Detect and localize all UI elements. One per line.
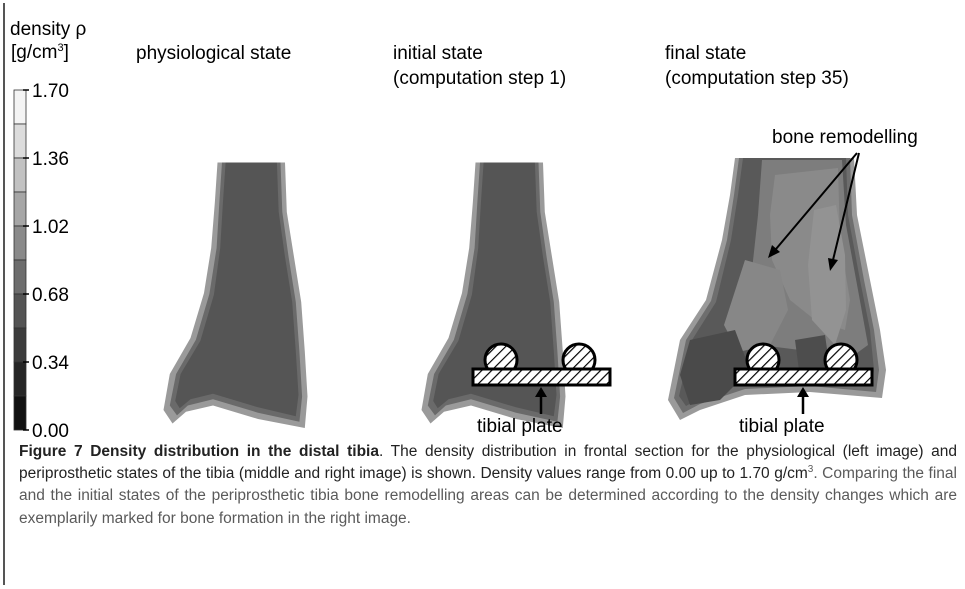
legend-tick-label: 1.70 <box>32 81 69 102</box>
panel-title-final: final state <box>665 43 746 64</box>
colorbar-band <box>13 225 27 261</box>
figure-caption-text-2: . Comparing the final and the initial st… <box>19 465 957 527</box>
figure-caption-title: Figure 7 Density distribution in the dis… <box>19 443 379 460</box>
colorbar-band <box>13 191 27 227</box>
figure-caption: Figure 7 Density distribution in the dis… <box>19 441 957 530</box>
bone-section-initial <box>421 162 566 428</box>
legend-tick-label: 0.00 <box>32 421 69 440</box>
figure-frame-line <box>3 3 5 585</box>
colorbar-band <box>13 395 27 431</box>
colorbar-band <box>13 327 27 363</box>
legend-tick-label: 1.36 <box>32 149 69 170</box>
bone-section-final <box>668 158 886 420</box>
tibial-plate-arrow-right <box>797 387 809 414</box>
bone-remodelling-label: bone remodelling <box>772 127 918 148</box>
legend-title-line2: [g/cm3] <box>11 42 69 63</box>
tibial-plate-arrow-middle <box>535 387 547 414</box>
colorbar-band <box>13 361 27 397</box>
figure-caption-sup: 3 <box>807 464 814 476</box>
tibial-plate-label-middle: tibial plate <box>477 416 563 437</box>
legend-tick-label: 0.34 <box>32 353 69 374</box>
colorbar-band <box>13 157 27 193</box>
density-colorbar-ticks: 1.70 1.36 1.02 0.68 0.34 0.00 <box>32 81 69 440</box>
figure-caption-text-1: . The density distribution in frontal se… <box>19 443 957 483</box>
colorbar-band <box>13 89 27 125</box>
colorbar-band <box>13 123 27 159</box>
panel-subtitle-initial: (computation step 1) <box>393 68 566 89</box>
legend-title-line1: density ρ <box>10 19 86 40</box>
legend-tick-label: 1.02 <box>32 217 69 238</box>
tibial-plate-implant-initial <box>471 342 612 387</box>
tibial-plate-implant-final <box>733 342 874 387</box>
panel-title-initial: initial state <box>393 43 483 64</box>
bone-section-physiological <box>163 162 308 428</box>
panel-subtitle-final: (computation step 35) <box>665 68 849 89</box>
tibial-plate-label-right: tibial plate <box>739 416 825 437</box>
colorbar-band <box>13 293 27 329</box>
figure-graphic: density ρ [g/cm3] 1.70 1.36 1.02 0.68 0.… <box>10 19 918 440</box>
colorbar-band <box>13 259 27 295</box>
density-colorbar <box>13 89 29 431</box>
bone-remodelling-arrows <box>768 152 860 271</box>
legend-tick-label: 0.68 <box>32 285 69 306</box>
panel-title-physiological: physiological state <box>136 43 291 64</box>
